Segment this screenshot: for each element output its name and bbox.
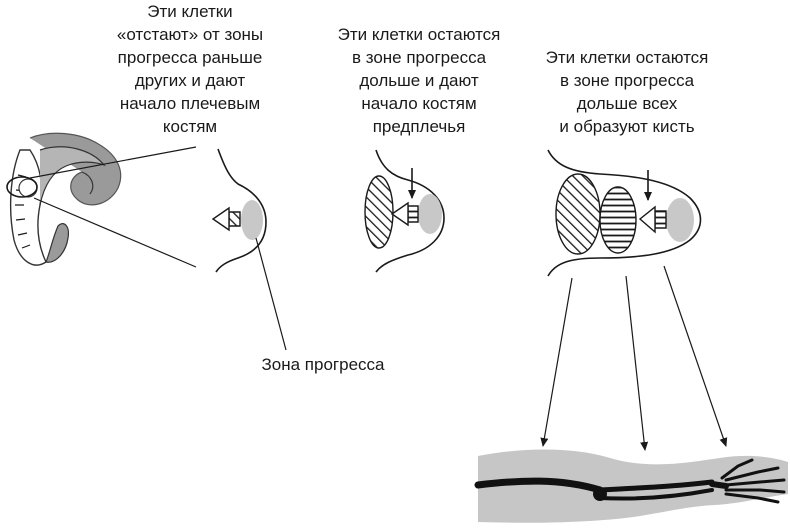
arm-skeleton-illustration — [474, 449, 788, 523]
caption-col2-line: в зоне прогресса — [352, 48, 487, 67]
caption-col2-line: дольше и дают — [359, 71, 479, 90]
caption-col3-line: Эти клетки остаются — [546, 48, 709, 67]
arrow-icon — [390, 201, 409, 227]
caption-col1-line: других и дают — [135, 71, 246, 90]
limb-bud-stage-3 — [547, 149, 702, 277]
ulna-bone — [598, 488, 714, 501]
caption-col2-line: начало костям — [361, 94, 476, 113]
caption-col3-line: и образуют кисть — [559, 117, 694, 136]
zoom-line-bottom — [33, 197, 197, 268]
limb-bud-stage-1 — [211, 148, 267, 273]
caption-col2-line: предплечья — [373, 117, 466, 136]
humerus-precursor — [364, 175, 394, 249]
caption-col3-line: в зоне прогресса — [560, 71, 695, 90]
progress-zone — [666, 198, 694, 242]
caption-col1-line: «отстают» от зоны — [117, 25, 263, 44]
arrow-icon — [638, 205, 656, 234]
forearm-precursor — [599, 186, 637, 254]
arrow-to-humerus — [540, 277, 573, 447]
zoom-line-top — [29, 146, 197, 179]
progress-zone — [418, 194, 442, 234]
arrow-to-forearm — [625, 275, 649, 451]
caption-col1-line: прогресса раньше — [118, 48, 263, 67]
radius-bone — [597, 479, 715, 493]
hand-bones — [709, 458, 786, 504]
zone-label-pointer — [255, 237, 287, 351]
caption-col3-line: дольше всех — [577, 94, 678, 113]
caption-col1-line: начало плечевым — [120, 94, 260, 113]
humerus-bone — [474, 477, 604, 494]
embryo-illustration — [6, 132, 197, 268]
caption-col2-line: Эти клетки остаются — [338, 25, 501, 44]
caption-col3: Эти клетки остаются в зоне прогресса дол… — [546, 48, 709, 136]
arrow-icon — [211, 206, 230, 232]
elbow-joint — [593, 487, 607, 501]
arrow-to-hand — [663, 265, 728, 447]
caption-col1-line: костям — [163, 117, 217, 136]
caption-col1: Эти клетки «отстают» от зоны прогресса р… — [117, 2, 263, 136]
caption-col1-line: Эти клетки — [147, 2, 232, 21]
caption-col2: Эти клетки остаются в зоне прогресса дол… — [338, 25, 501, 136]
humerus-precursor — [555, 173, 601, 255]
limb-bud-stage-2 — [364, 149, 445, 273]
progress-zone — [241, 200, 263, 240]
focus-ellipse — [6, 176, 38, 198]
zone-label: Зона прогресса — [262, 355, 386, 374]
